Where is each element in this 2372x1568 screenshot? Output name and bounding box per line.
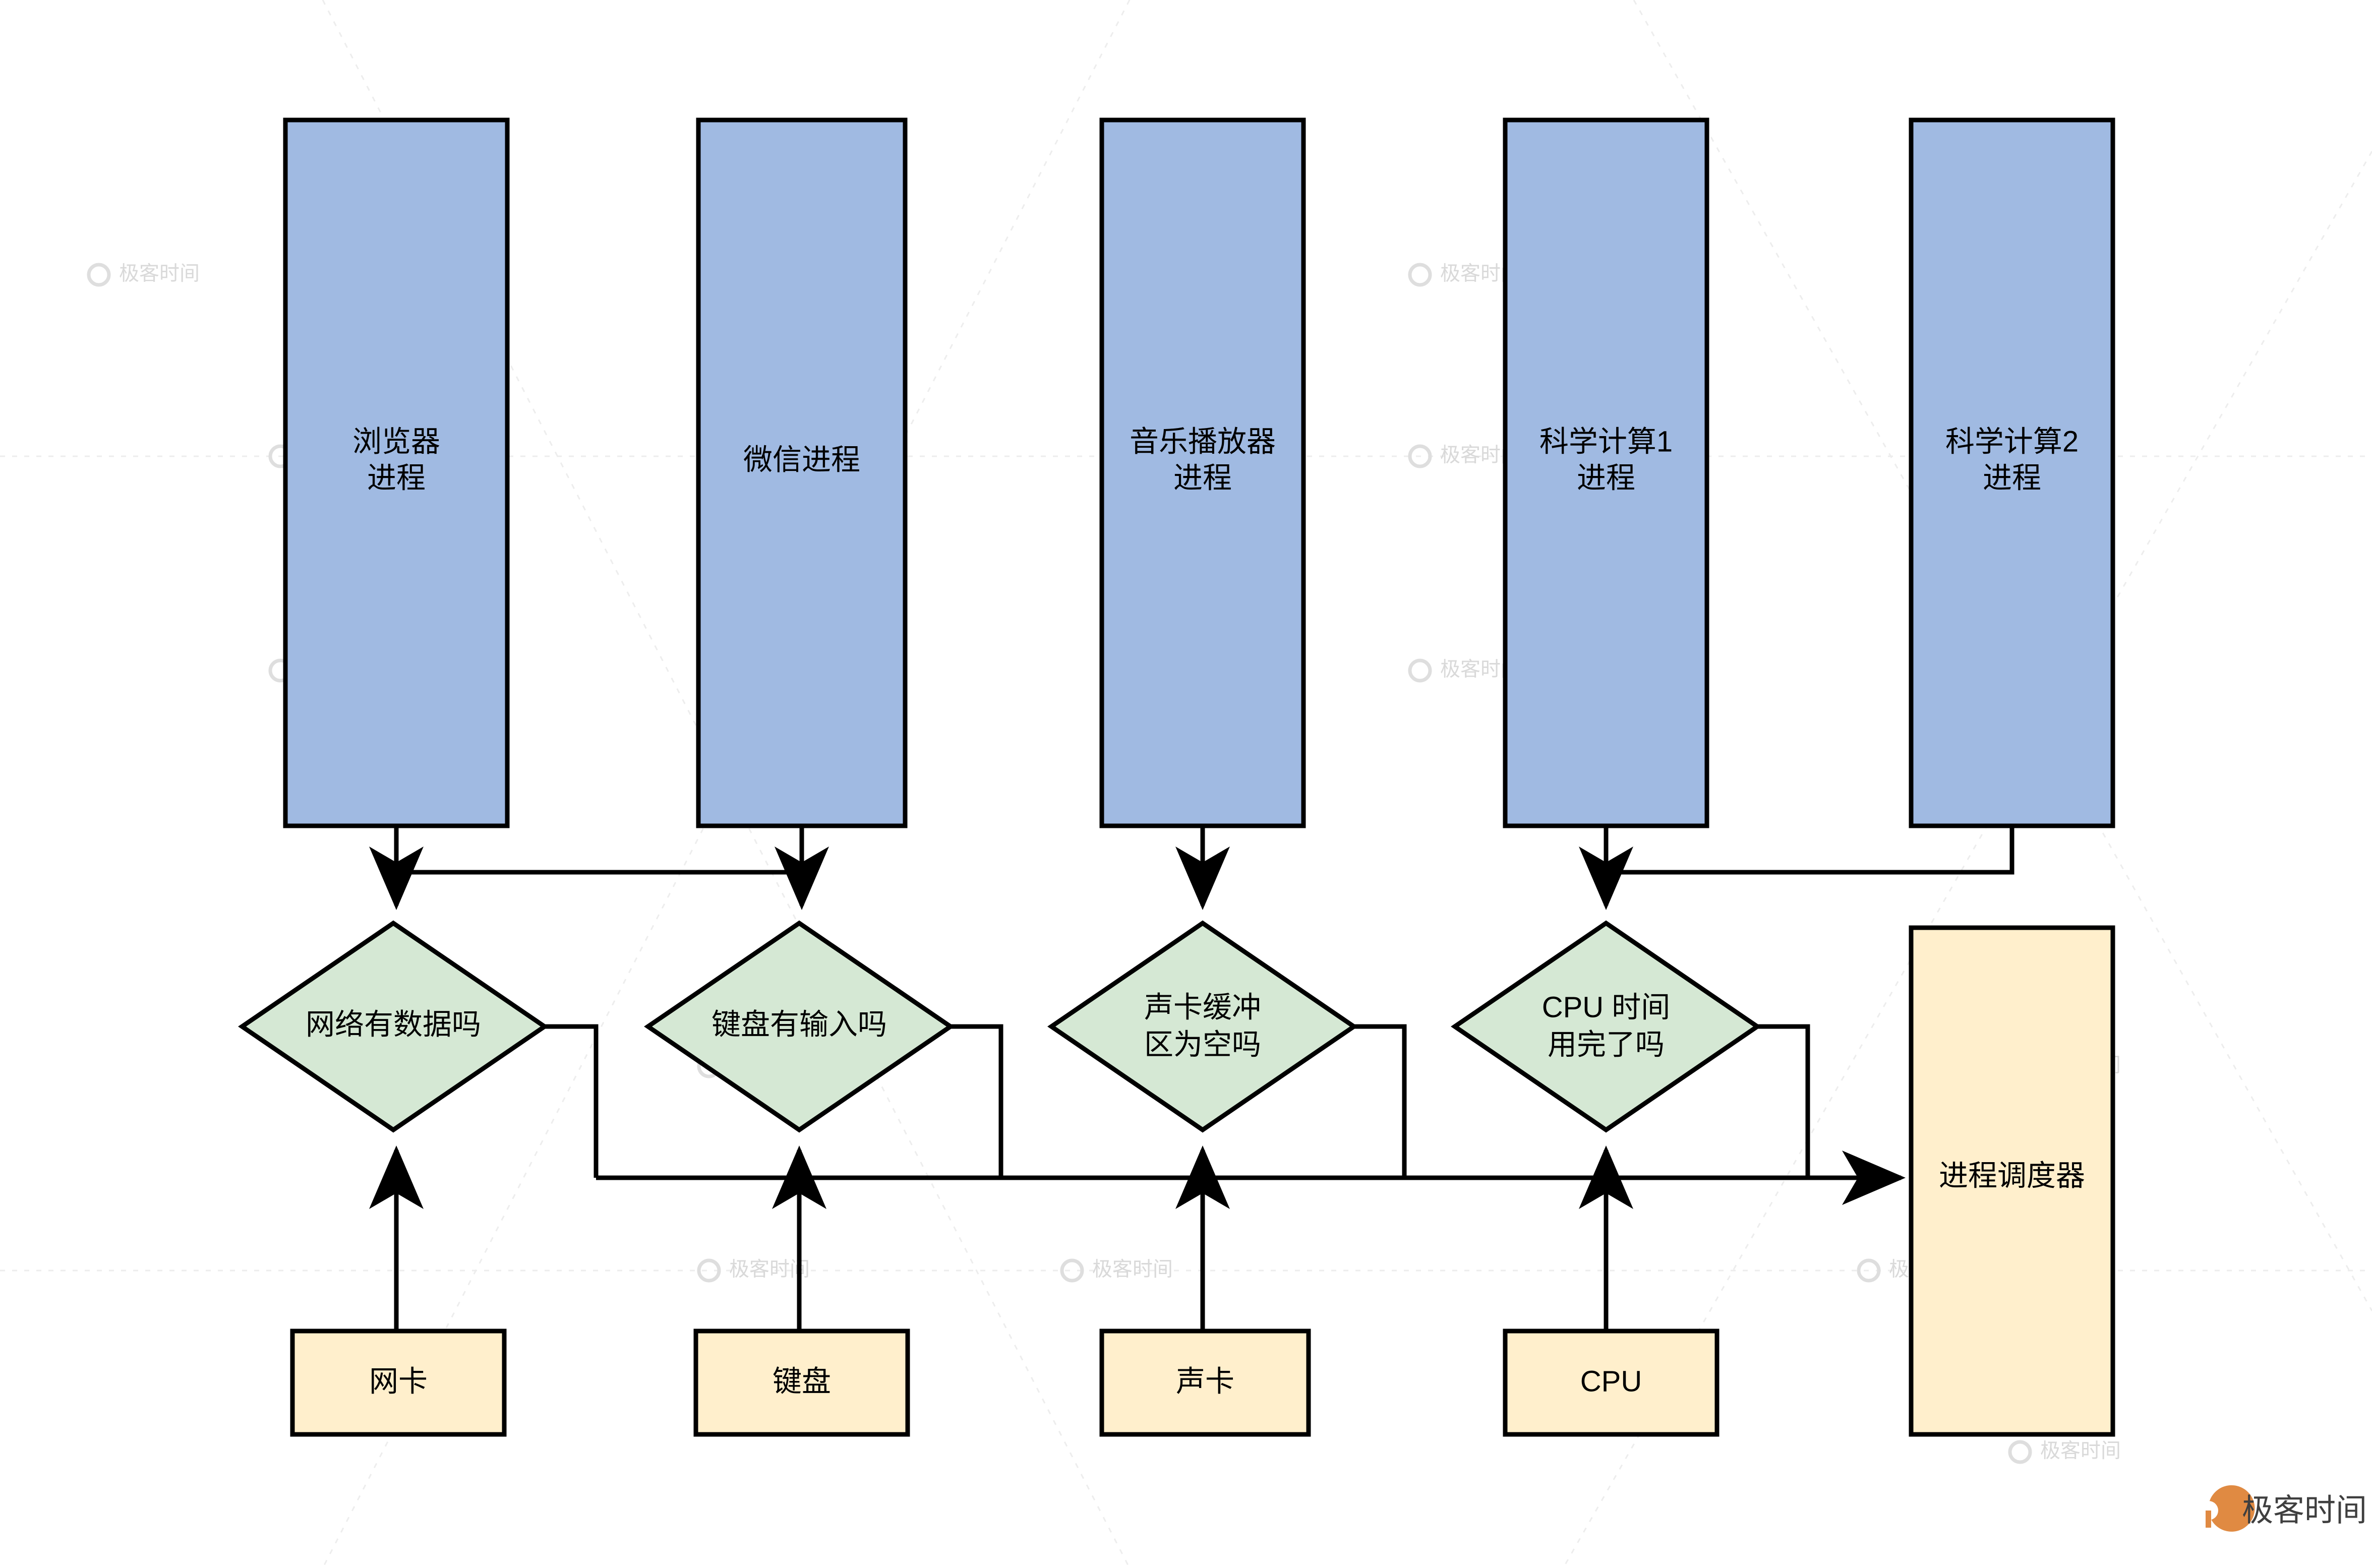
process-group: 浏览器 进程 微信进程 音乐播放器 进程 科学计算1 进程 科学计算2: [283, 117, 2115, 828]
process-label-line2: 进程: [1983, 461, 2041, 494]
decision-group: 网络有数据吗 键盘有输入吗 声卡缓冲 区为空吗 CPU 时间 用完了吗: [238, 920, 1761, 1133]
watermark-item: 极客时间: [697, 1258, 810, 1283]
device-box-nic[interactable]: 网卡: [290, 1329, 507, 1437]
device-box-keyboard[interactable]: 键盘: [693, 1329, 910, 1437]
scheduler-box[interactable]: 进程调度器: [1909, 925, 2115, 1437]
process-label-line1: 科学计算1: [1539, 425, 1673, 458]
process-label-line1: 科学计算2: [1945, 425, 2079, 458]
watermark-label: 极客时间: [1092, 1258, 1173, 1281]
device-box-cpu[interactable]: CPU: [1503, 1329, 1719, 1437]
edge-kbd-to-bus: [951, 1024, 1003, 1178]
edge-layer: [369, 826, 2014, 1331]
decision-label-line1: 网络有数据吗: [306, 1008, 481, 1041]
process-box-sci1[interactable]: 科学计算1 进程: [1503, 117, 1709, 828]
device-label: 网卡: [369, 1365, 428, 1398]
watermark-label: 极客时间: [119, 263, 200, 285]
process-label-line2: 进程: [1173, 461, 1232, 494]
decision-label-line1: 声卡缓冲: [1144, 991, 1261, 1023]
scheduler-label: 进程调度器: [1939, 1159, 2085, 1192]
watermark-item: 极客时间: [87, 263, 200, 287]
edge-sound-to-bus: [1354, 1024, 1407, 1178]
process-label-line1: 微信进程: [743, 443, 860, 476]
device-label: CPU: [1580, 1365, 1642, 1398]
decision-label-line1: CPU 时间: [1542, 991, 1671, 1023]
process-label-line1: 浏览器: [352, 425, 440, 458]
edge-sci2-to-cpu: [1606, 826, 2014, 875]
device-group: 网卡 键盘 声卡 CPU: [290, 1329, 1719, 1437]
device-label: 声卡: [1176, 1365, 1234, 1398]
process-label-line1: 音乐播放器: [1130, 425, 1276, 458]
decision-keyboard-has-input[interactable]: 键盘有输入吗: [644, 920, 955, 1133]
decision-soundcard-buffer-empty[interactable]: 声卡缓冲 区为空吗: [1047, 920, 1358, 1133]
process-label-line2: 进程: [367, 461, 426, 494]
geektime-icon: [2199, 1485, 2255, 1532]
decision-cpu-time-expired[interactable]: CPU 时间 用完了吗: [1451, 920, 1761, 1133]
decision-label-line2: 用完了吗: [1548, 1028, 1665, 1061]
watermark-item: 极客时间: [2008, 1440, 2121, 1464]
process-label-line2: 进程: [1577, 461, 1635, 494]
brand-logo: 极客时间: [2199, 1485, 2367, 1532]
process-box-sci2[interactable]: 科学计算2 进程: [1909, 117, 2115, 828]
device-label: 键盘: [773, 1365, 831, 1398]
decision-network-has-data[interactable]: 网络有数据吗: [238, 920, 549, 1133]
device-box-soundcard[interactable]: 声卡: [1099, 1329, 1311, 1437]
edge-net-to-bus: [545, 1024, 599, 1178]
process-box-music[interactable]: 音乐播放器 进程: [1099, 117, 1306, 828]
decision-label-line2: 区为空吗: [1144, 1028, 1261, 1061]
edge-cpudecision-to-bus: [1757, 1024, 1810, 1178]
watermark-item: 极客时间: [1060, 1258, 1173, 1283]
watermark-label: 极客时间: [2040, 1440, 2121, 1462]
process-box-wechat[interactable]: 微信进程: [696, 117, 908, 828]
process-box-browser[interactable]: 浏览器 进程: [283, 117, 510, 828]
decision-label-line1: 键盘有输入吗: [711, 1008, 887, 1041]
brand-label: 极客时间: [2242, 1493, 2367, 1528]
watermark-label: 极客时间: [729, 1258, 810, 1281]
